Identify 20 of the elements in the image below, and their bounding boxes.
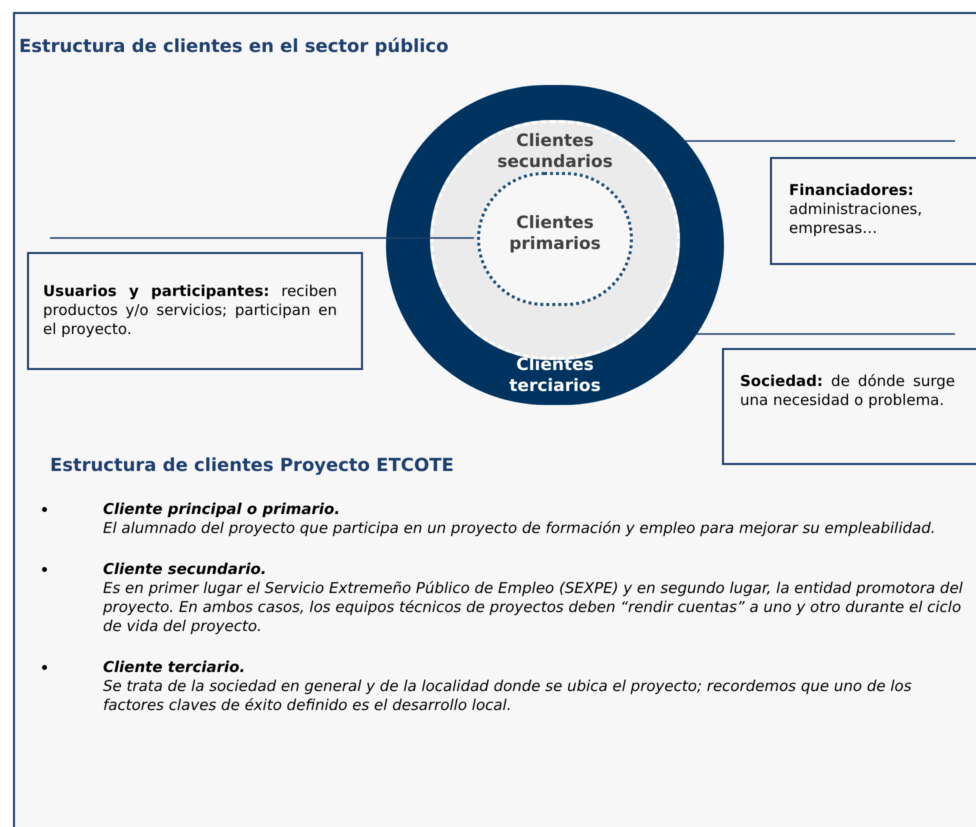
item-description: Se trata de la sociedad en general y de la localidad donde se ubica el proyecto; recordemos que uno de los factores claves de éxito definido es el desarrollo local. bbox=[103, 677, 913, 715]
circle-label: Clientes secundarios bbox=[496, 131, 614, 173]
leader-line bbox=[50, 237, 474, 239]
item-description: El alumnado del proyecto que participa en un proyecto de formación y empleo para mejorar su empleabilidad. bbox=[103, 519, 937, 538]
callout-text: Sociedad: de dónde surge una necesidad o problema. bbox=[739, 371, 956, 410]
callout-text: Financiadores: administraciones, empresas… bbox=[788, 180, 924, 238]
item-description: Es en primer lugar el Servicio Extremeño Público de Empleo (SEXPE) y en segundo lugar, la entidad promotora del proyecto. En ambos casos, los equipos técnicos de proyectos deben “rendir cuentas” a uno y otro durante el ciclo de vida del proyecto. bbox=[103, 579, 964, 636]
callout-box bbox=[722, 348, 976, 465]
item-heading: Cliente secundario. bbox=[103, 560, 268, 579]
circle-label: Clientes terciarios bbox=[508, 355, 602, 397]
item-heading: Cliente terciario. bbox=[103, 658, 246, 677]
section-heading: Estructura de clientes Proyecto ETCOTE bbox=[50, 454, 454, 478]
callout-box bbox=[770, 157, 976, 265]
leader-line bbox=[695, 333, 955, 335]
circle-label: Clientes primarios bbox=[508, 213, 602, 255]
item-heading: Cliente principal o primario. bbox=[103, 500, 342, 519]
leader-line bbox=[683, 140, 955, 142]
title: Estructura de clientes en el sector público bbox=[19, 35, 448, 59]
callout-text: Usuarios y participantes: reciben productos y/o servicios; participan en el proyecto. bbox=[42, 281, 338, 339]
callout-box bbox=[27, 252, 363, 370]
